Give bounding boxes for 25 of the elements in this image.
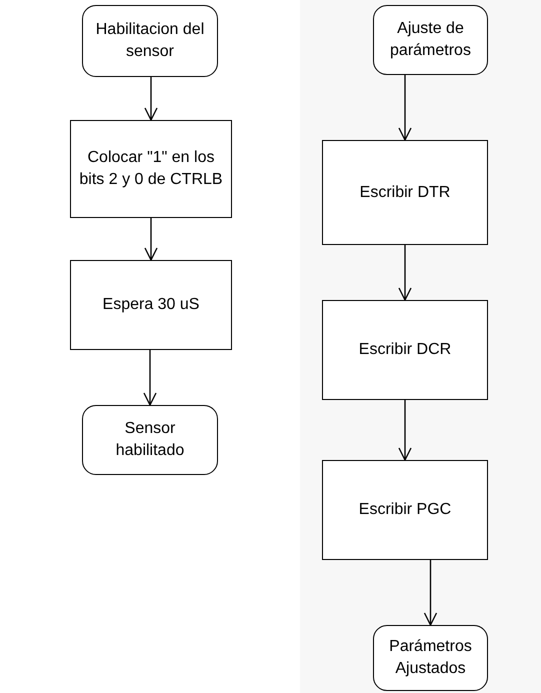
terminal-box [82,5,218,77]
node-text: Sensor habilitado [114,419,186,461]
arrow [398,400,412,461]
process-box [322,300,488,400]
arrow [144,77,158,121]
node-text: Parámetros Ajustados [388,637,473,679]
node-text: Habilitacion del sensor [94,20,206,62]
node-text: Escribir PGC [358,500,452,520]
terminal-box [82,405,218,475]
terminal-box [373,5,488,75]
process-box [70,120,232,218]
node-text: Escribir DTR [360,182,450,202]
arrow [144,218,158,261]
node-text: Colocar "1" en los bits 2 y 0 de CTRLB [79,148,223,190]
terminal-box [373,625,488,691]
process-box [322,140,488,245]
node-text: Ajuste de parámetros [389,19,472,61]
arrow [424,560,438,626]
arrow [398,245,412,301]
process-box [322,460,488,560]
arrow [398,75,412,141]
arrow [143,350,157,406]
process-box [70,260,232,350]
node-text: Escribir DCR [358,340,452,360]
node-text: Espera 30 uS [102,295,200,315]
